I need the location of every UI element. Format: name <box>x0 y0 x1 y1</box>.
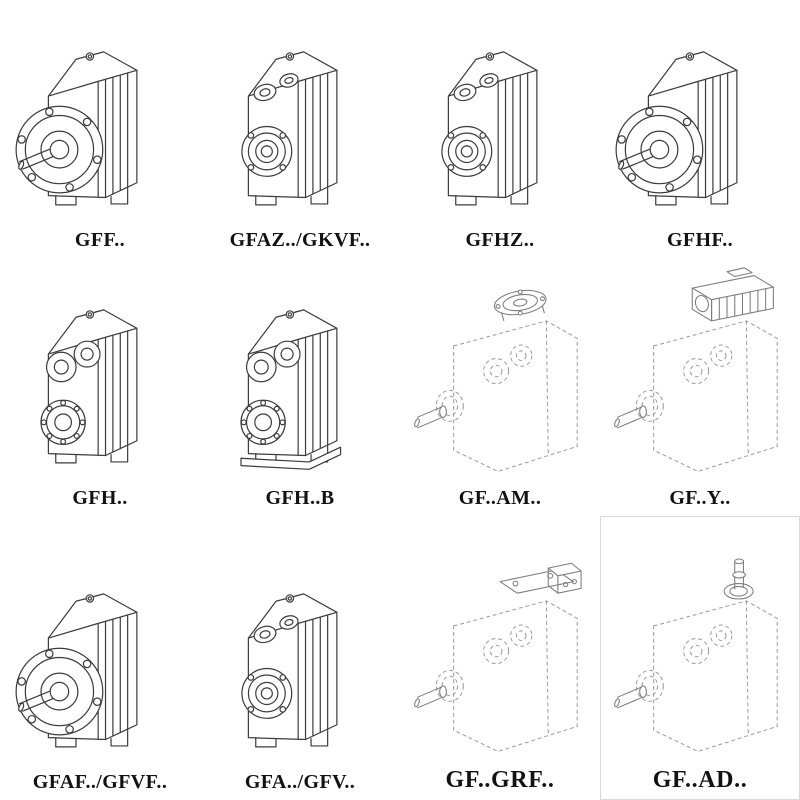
flange-output-gearbox-drawing <box>7 557 193 769</box>
flange-output-gearbox-drawing <box>607 15 793 227</box>
gearbox-cell-gf-am: GF..AM.. <box>400 258 600 516</box>
model-label: GFH..B <box>265 487 335 509</box>
gearbox-cell-gfh-b: GFH..B <box>200 258 400 516</box>
flange-output-gearbox-drawing <box>7 15 193 227</box>
motor-adapter-flange-gearbox-drawing <box>402 263 598 485</box>
model-label: GFHF.. <box>666 229 734 251</box>
model-label: GFHZ.. <box>465 229 535 251</box>
hollow-shaft-gearbox-drawing <box>207 557 393 769</box>
model-label: GF..GRF.. <box>445 767 555 793</box>
gearbox-cell-gf-y: GF..Y.. <box>600 258 800 516</box>
model-label: GFA../GFV.. <box>244 771 356 793</box>
gearbox-cell-gfaf-gfvf: GFAF../GFVF.. <box>0 516 200 800</box>
shaft-mounted-gearbox-drawing <box>7 273 193 485</box>
model-label: GFAZ../GKVF.. <box>229 229 371 251</box>
shaft-mounted-gearbox-base-drawing <box>207 273 393 485</box>
gearbox-cell-gfaz-gkvf: GFAZ../GKVF.. <box>200 0 400 258</box>
model-label: GFH.. <box>72 487 128 509</box>
gearbox-cell-gf-grf: GF..GRF.. <box>400 516 600 800</box>
mounted-motor-gearbox-drawing <box>602 263 798 485</box>
model-label: GFAF../GFVF.. <box>32 771 168 793</box>
model-label: GF..AD.. <box>652 767 748 793</box>
model-label: GF..AM.. <box>458 487 542 509</box>
gearbox-cell-gf-ad: GF..AD.. <box>600 516 800 800</box>
input-bracket-gearbox-drawing <box>402 543 598 765</box>
model-label: GF..Y.. <box>669 487 731 509</box>
input-shaft-adapter-gearbox-drawing <box>602 543 798 765</box>
gearbox-cell-gfhz: GFHZ.. <box>400 0 600 258</box>
gearbox-cell-gfhf: GFHF.. <box>600 0 800 258</box>
model-label: GFF.. <box>74 229 126 251</box>
hollow-shaft-gearbox-drawing <box>207 15 393 227</box>
gearbox-cell-gfa-gfv: GFA../GFV.. <box>200 516 400 800</box>
gearbox-cell-gff: GFF.. <box>0 0 200 258</box>
gearbox-cell-gfh: GFH.. <box>0 258 200 516</box>
hollow-shaft-gearbox-drawing <box>407 15 593 227</box>
